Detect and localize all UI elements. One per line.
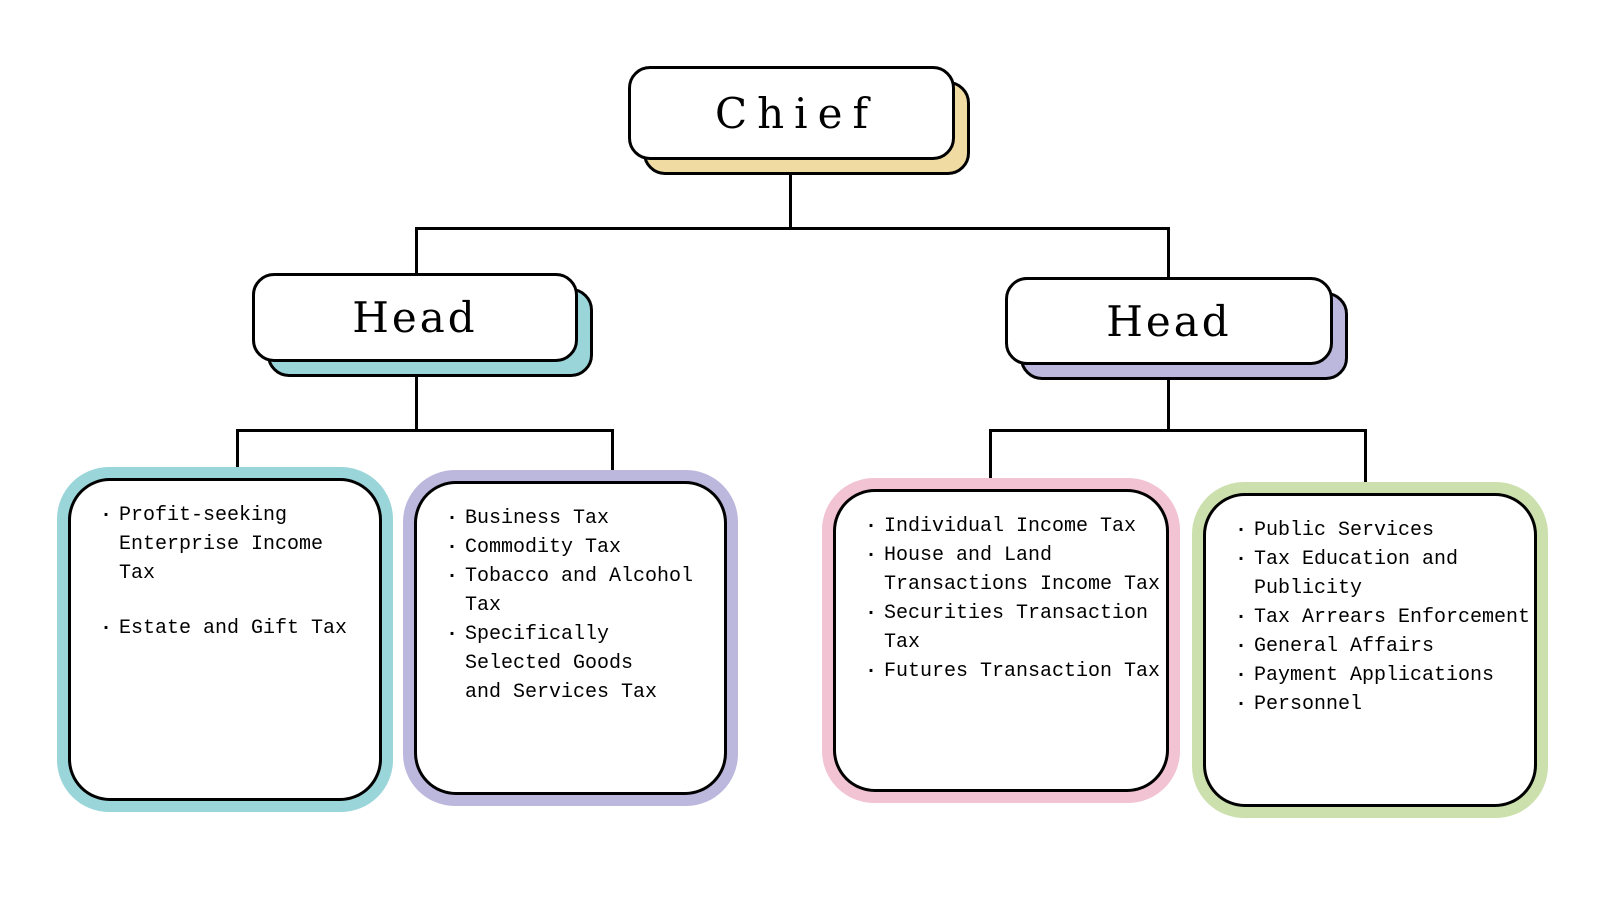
tax-group-consumption-list: Business Tax Commodity Tax Tobacco and A… [439, 504, 720, 707]
list-item: Securities Transaction Tax [858, 599, 1162, 657]
list-item: Payment Applications [1228, 661, 1530, 690]
connector-chief-stub [789, 160, 792, 228]
head-left-node-face: Head [252, 273, 578, 362]
list-item: Personnel [1228, 690, 1530, 719]
list-item: Profit-seeking Enterprise Income Tax [93, 501, 375, 588]
list-item: Estate and Gift Tax [93, 614, 375, 643]
admin-group-panel: Public Services Tax Education and Public… [1203, 493, 1537, 807]
admin-group: Public Services Tax Education and Public… [1192, 482, 1548, 818]
chief-node-face: Chief [628, 66, 955, 160]
admin-group-list: Public Services Tax Education and Public… [1228, 516, 1530, 719]
tax-group-income-list: Profit-seeking Enterprise Income Tax Est… [93, 501, 375, 643]
list-item: Tobacco and Alcohol Tax [439, 562, 720, 620]
chief-node: Chief [628, 66, 970, 175]
chief-label: Chief [714, 88, 879, 138]
head-right-node: Head [1005, 277, 1348, 380]
list-item: Tax Education and Publicity [1228, 545, 1530, 603]
list-item: Tax Arrears Enforcement [1228, 603, 1530, 632]
connector-group3-drop [989, 429, 992, 482]
connector-left-head-stub [415, 360, 418, 430]
connector-group1-drop [236, 429, 239, 471]
tax-group-transaction-list: Individual Income Tax House and Land Tra… [858, 512, 1162, 686]
connector-right-head-stub [1167, 363, 1170, 430]
list-item: Business Tax [439, 504, 720, 533]
connector-main-horizontal [415, 227, 1170, 230]
list-item: Individual Income Tax [858, 512, 1162, 541]
list-item: Futures Transaction Tax [858, 657, 1162, 686]
list-item: General Affairs [1228, 632, 1530, 661]
tax-group-consumption-panel: Business Tax Commodity Tax Tobacco and A… [414, 481, 727, 795]
head-right-node-face: Head [1005, 277, 1333, 365]
tax-group-income: Profit-seeking Enterprise Income Tax Est… [57, 467, 393, 812]
tax-group-transaction-panel: Individual Income Tax House and Land Tra… [833, 489, 1169, 792]
list-item: Commodity Tax [439, 533, 720, 562]
tax-group-consumption: Business Tax Commodity Tax Tobacco and A… [403, 470, 738, 806]
connector-group4-drop [1364, 429, 1367, 486]
list-item: Specifically Selected Goods and Services… [439, 620, 720, 707]
connector-group2-drop [611, 429, 614, 474]
connector-right-head-drop [1167, 227, 1170, 279]
tax-group-transaction: Individual Income Tax House and Land Tra… [822, 478, 1180, 803]
head-right-label: Head [1106, 296, 1232, 346]
list-item: House and Land Transactions Income Tax [858, 541, 1162, 599]
connector-left-horizontal [236, 429, 614, 432]
head-left-node: Head [252, 273, 593, 377]
head-left-label: Head [352, 293, 478, 342]
connector-left-head-drop [415, 227, 418, 275]
connector-right-horizontal [989, 429, 1367, 432]
list-item: Public Services [1228, 516, 1530, 545]
tax-group-income-panel: Profit-seeking Enterprise Income Tax Est… [68, 478, 382, 801]
